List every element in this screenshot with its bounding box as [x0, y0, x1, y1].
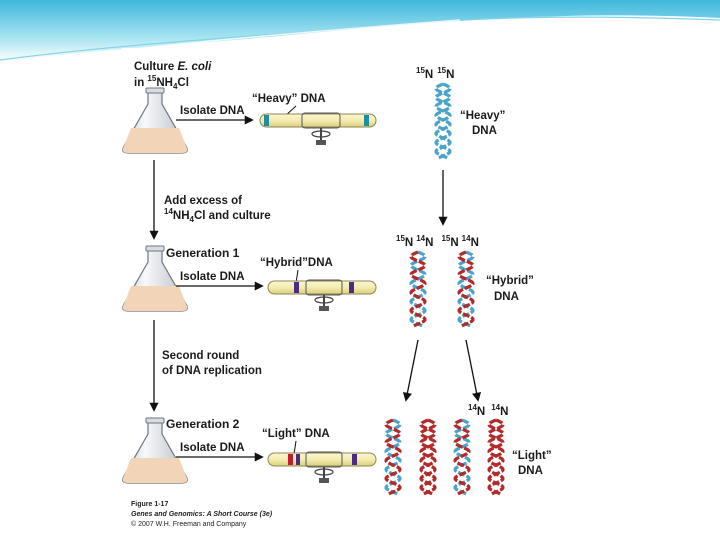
strand-a [487, 418, 505, 496]
strand-b [434, 82, 452, 160]
second-round-line1: Second round [162, 350, 239, 362]
light-helix-label-2: DNA [518, 465, 543, 477]
isolate-dna-3: Isolate DNA [180, 442, 245, 454]
flask-step1 [122, 87, 188, 154]
add-excess-line2: 14NH4Cl and culture [164, 207, 271, 224]
centrifuge-tube-3 [267, 451, 377, 483]
generation-1-label: Generation 1 [166, 246, 240, 260]
copyright: © 2007 W.H. Freeman and Company [131, 520, 247, 528]
band-right [352, 454, 357, 465]
strand-b [384, 418, 402, 496]
medium-15-label: in 15NH4Cl [134, 74, 189, 91]
figure-number: Figure 1-17 [131, 501, 168, 508]
heavy-dna-helix [434, 82, 452, 160]
hybrid-dna-helix-1 [409, 250, 427, 328]
arrow-split-left [402, 339, 419, 402]
light-dna-label: “Light” DNA [262, 428, 330, 440]
strand-a [453, 418, 471, 496]
strand-b [487, 418, 505, 496]
flask-step2 [122, 245, 188, 312]
arrow-split-right [465, 339, 482, 402]
hybrid-helix-label-2: DNA [494, 291, 519, 303]
flask-step3 [122, 417, 188, 484]
strand-b [457, 250, 475, 328]
strand-a [409, 250, 427, 328]
header-decoration [0, 0, 720, 62]
light-pointer [293, 440, 297, 455]
band-light [288, 454, 293, 465]
strand-a [419, 418, 437, 496]
band-hybrid [296, 454, 300, 465]
centrifuge-tube-2 [267, 279, 377, 311]
isolate-dna-1: Isolate DNA [180, 105, 245, 117]
strand-a [457, 250, 475, 328]
centrifuge-tube-1 [259, 112, 377, 145]
gen2-dna-helix-1 [384, 418, 402, 496]
hybrid-dna-label: “Hybrid”DNA [260, 257, 333, 269]
generation-2-label: Generation 2 [166, 417, 240, 431]
heavy-helix-label-1: “Heavy” [460, 110, 505, 122]
strand-a [384, 418, 402, 496]
strand-a [434, 82, 452, 160]
heavy-dna-label: “Heavy” DNA [252, 93, 326, 105]
light-helix-label-1: “Light” [512, 450, 552, 462]
second-round-line2: of DNA replication [162, 365, 262, 377]
strand-b [419, 418, 437, 496]
culture-label: Culture E. coli [134, 61, 212, 73]
gen2-dna-helix-3 [453, 418, 471, 496]
gen2-dna-helix-2 [419, 418, 437, 496]
hybrid-helix-label-1: “Hybrid” [486, 275, 534, 287]
band-left [264, 115, 269, 126]
add-excess-line1: Add excess of [164, 195, 242, 207]
band-right [349, 282, 354, 293]
band-left [294, 282, 299, 293]
strand-b [409, 250, 427, 328]
book-title: Genes and Genomics: A Short Course (3e) [131, 511, 273, 518]
strand-b [453, 418, 471, 496]
gen2-dna-helix-4 [487, 418, 505, 496]
band-right [364, 115, 369, 126]
heavy-helix-label-2: DNA [472, 125, 497, 137]
isolate-dna-2: Isolate DNA [180, 271, 245, 283]
hybrid-dna-helix-2 [457, 250, 475, 328]
